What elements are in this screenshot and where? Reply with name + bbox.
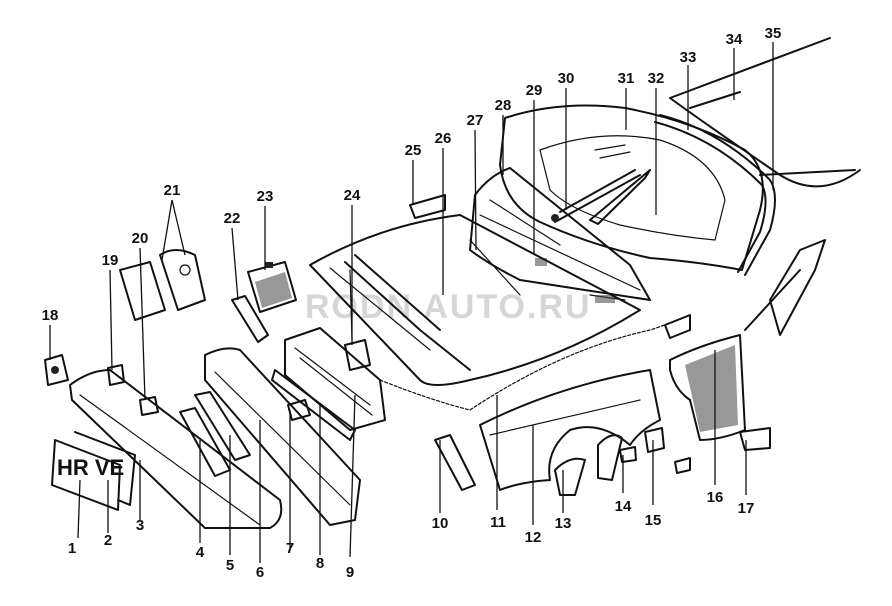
part-wiper (551, 169, 651, 225)
callout-30: 30 (558, 70, 575, 87)
part-bracket-22 (231, 295, 269, 343)
part-bracket-17 (739, 427, 771, 451)
callout-35: 35 (765, 25, 782, 42)
part-battery-tray (119, 249, 206, 321)
part-roof (669, 37, 861, 188)
part-grille (271, 327, 386, 441)
plate-text: HR VE (57, 455, 124, 480)
leader-lines (49, 42, 774, 563)
callout-29: 29 (526, 82, 543, 99)
callout-19: 19 (102, 252, 119, 269)
callout-15: 15 (645, 512, 662, 529)
callout-27: 27 (467, 112, 484, 129)
callout-4: 4 (196, 544, 205, 561)
part-windshield (499, 104, 764, 271)
part-battery (247, 261, 297, 313)
callout-24: 24 (344, 187, 361, 204)
callout-33: 33 (680, 49, 697, 66)
callout-18: 18 (42, 307, 59, 324)
callout-20: 20 (132, 230, 149, 247)
callout-21: 21 (164, 182, 181, 199)
callout-2: 2 (104, 532, 112, 549)
callout-17: 17 (738, 500, 755, 517)
part-bracket-19-20 (107, 364, 159, 416)
callout-16: 16 (707, 489, 724, 506)
part-inner-apron (669, 334, 746, 441)
callout-7: 7 (286, 540, 294, 557)
callout-14: 14 (615, 498, 632, 515)
part-hinge (409, 194, 446, 219)
part-release-cable (379, 314, 691, 411)
callout-9: 9 (346, 564, 354, 581)
part-splash-guards (554, 434, 623, 496)
callout-31: 31 (618, 70, 635, 87)
part-license-plate: HR VE (51, 431, 136, 511)
callout-32: 32 (648, 70, 665, 87)
part-bumper-brackets (179, 391, 251, 477)
callout-11: 11 (490, 514, 506, 531)
callout-8: 8 (316, 555, 324, 572)
part-pillar-trim (744, 239, 826, 336)
part-hood (309, 214, 641, 386)
callout-34: 34 (726, 31, 743, 48)
callout-23: 23 (257, 188, 274, 205)
part-bumper-reinforcement (204, 347, 361, 526)
part-windshield-seal (654, 114, 776, 276)
part-side-lamps (619, 427, 691, 474)
callout-28: 28 (495, 97, 512, 114)
watermark-text: RODN AUTO.RU (305, 288, 592, 326)
callout-13: 13 (555, 515, 572, 532)
part-bracket-10 (434, 434, 476, 491)
part-horn (44, 354, 69, 386)
callout-22: 22 (224, 210, 241, 227)
callout-1: 1 (68, 540, 76, 557)
part-front-fender (479, 369, 661, 491)
callout-labels: 1 2 3 4 5 6 7 8 9 10 11 12 13 14 15 16 1… (42, 25, 782, 581)
callout-26: 26 (435, 130, 452, 147)
callout-25: 25 (405, 142, 422, 159)
callout-5: 5 (226, 557, 234, 574)
part-small-7 (287, 399, 311, 421)
callout-3: 3 (136, 517, 144, 534)
callout-12: 12 (525, 529, 542, 546)
callout-10: 10 (432, 515, 449, 532)
callout-6: 6 (256, 564, 264, 581)
